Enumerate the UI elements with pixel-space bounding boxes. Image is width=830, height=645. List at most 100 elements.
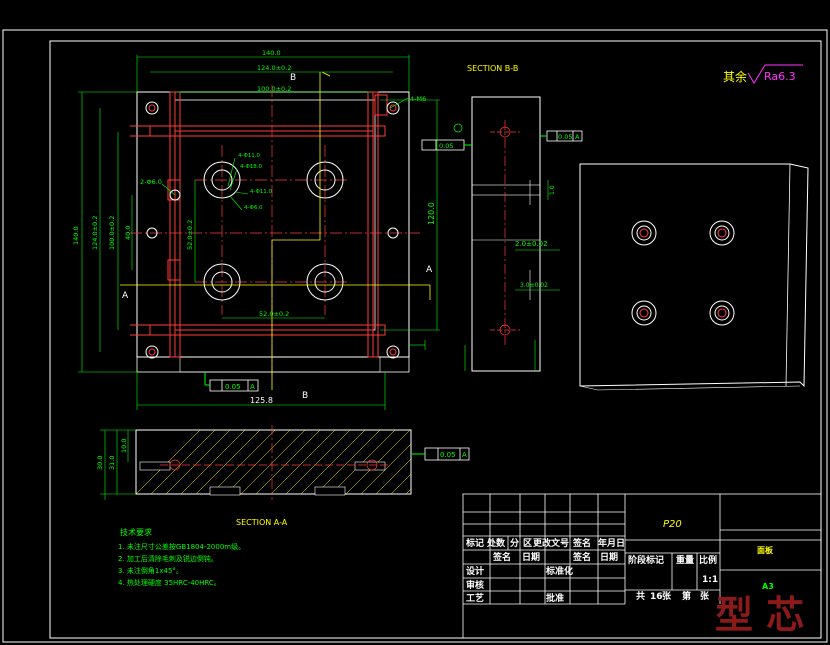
- dim-hole-18: 4-Φ18.0: [240, 164, 263, 170]
- tb-weight: 重量: [676, 554, 694, 566]
- tech-req-item-2: 2. 加工后清除毛刺及锐边倒钝。: [118, 554, 218, 563]
- watermark: 型 芯: [715, 592, 804, 637]
- pocket-outline: [174, 99, 376, 331]
- dim-width-100: 100.0±0.2: [257, 85, 291, 93]
- cut-letter-b-top: B: [290, 73, 296, 83]
- tb-header-change: 更改文号: [533, 537, 569, 549]
- tolerance-aa-value: 0.05: [440, 451, 456, 459]
- plan-dimension-texts: 140.0 124.0±0.2 100.0±0.2 52.0±0.2 125.8…: [72, 49, 436, 405]
- dim-aa-h1: 30.0: [96, 456, 104, 470]
- section-aa-hatch: [136, 430, 411, 494]
- tb-header-zone: 区: [523, 538, 532, 549]
- tolerance-top-value: 0.05: [439, 142, 453, 150]
- section-lines: [120, 71, 431, 390]
- section-bb-outline: [471, 96, 541, 372]
- plate-lower-step: [136, 356, 410, 373]
- tb-sheet-size: A3: [762, 582, 774, 591]
- tb-approve: 批准: [546, 592, 564, 604]
- tb-sheet-unit: 张: [662, 590, 672, 602]
- dim-bb-side: 1.0: [549, 185, 556, 195]
- counterbore-hole: [203, 161, 241, 199]
- counterbore-inner: [211, 169, 233, 191]
- tb-date-2: 日期: [600, 551, 618, 563]
- counterbore-inner: [314, 169, 336, 191]
- tb-part-name: 面板: [757, 545, 774, 555]
- roughness-value: Ra6.3: [764, 70, 796, 83]
- tb-design: 设计: [466, 565, 484, 577]
- technical-requirements: 技术要求 1. 未注尺寸公差按GB1804-2000m级。 2. 加工后清除毛刺…: [118, 527, 245, 587]
- tb-ratio: 比例: [699, 554, 717, 566]
- tolerance-bottom-datum: A: [250, 383, 255, 391]
- counterbore-inner: [314, 271, 336, 293]
- section-aa-label: SECTION A-A: [236, 518, 288, 527]
- dim-hole-11: 4-Φ11.0: [238, 153, 261, 159]
- dim-width-140: 140.0: [262, 49, 281, 57]
- tb-stage: 阶段标记: [628, 554, 664, 566]
- inner-border: [49, 40, 822, 639]
- plan-dimension-lines: [78, 55, 440, 410]
- dim-hole-11b: 4-Φ11.0: [250, 189, 273, 195]
- dim-aa-h3: 10.0: [120, 439, 128, 453]
- roughness-prefix: 其余: [723, 69, 747, 84]
- plan-view: B B A A: [120, 71, 433, 401]
- tech-req-item-4: 4. 热处理硬度 35HRC-40HRC。: [118, 578, 221, 587]
- tb-header-fen: 分: [510, 537, 519, 549]
- section-aa-outline: [135, 429, 412, 495]
- counterbore-inner: [211, 271, 233, 293]
- dim-height-140: 140.0: [72, 226, 80, 245]
- dim-bb-2: 2.0±0.02: [515, 240, 548, 248]
- tech-req-item-1: 1. 未注尺寸公差按GB1804-2000m级。: [118, 542, 245, 551]
- counterbore-hole: [306, 263, 344, 301]
- counterbore-hole: [306, 161, 344, 199]
- cut-letter-a-left: A: [122, 291, 129, 301]
- dim-width-52: 52.0±0.2: [259, 310, 289, 318]
- tb-review: 审核: [466, 579, 484, 591]
- tb-header-date: 年月日: [598, 537, 625, 549]
- tb-header-count: 处数: [486, 537, 506, 549]
- tb-date-1: 日期: [522, 551, 540, 563]
- counterbore-hole: [203, 263, 241, 301]
- cut-letter-a-right: A: [426, 265, 433, 275]
- section-bb-label: SECTION B-B: [467, 64, 518, 73]
- tolerance-bb-datum: A: [575, 133, 580, 141]
- cut-letter-b-bottom: B: [302, 391, 308, 401]
- dim-width-124: 124.0±0.2: [257, 64, 291, 72]
- tolerance-bb-parallel: 0.05: [558, 133, 572, 141]
- tb-header-sign: 签名: [572, 537, 591, 549]
- tolerance-aa-datum: A: [462, 451, 467, 459]
- tb-material: P20: [663, 519, 682, 530]
- tech-req-item-3: 3. 未注倒角1x45°。: [118, 566, 183, 575]
- dim-height-124: 124.0±0.2: [91, 216, 99, 250]
- tb-process: 工艺: [466, 592, 484, 604]
- dim-height-52: 52.0±0.2: [186, 220, 194, 250]
- title-block: [462, 493, 822, 639]
- section-aa: 30.0 31.0 10.0 0.05 A SECTION A-A: [96, 425, 470, 527]
- tb-sign-1: 签名: [492, 551, 511, 563]
- dim-height-120: 120.0: [427, 202, 436, 225]
- dim-width-125: 125.8: [250, 396, 273, 405]
- tb-standard: 标准化: [545, 565, 573, 577]
- dim-bb-3: 3.0±0.02: [520, 282, 548, 289]
- tolerance-bottom-value: 0.05: [225, 383, 241, 391]
- center-lines: [130, 85, 420, 380]
- outer-border: [2, 29, 828, 643]
- isometric-view: [579, 163, 809, 391]
- dim-aa-h2: 31.0: [108, 456, 116, 470]
- roughness-note: 其余 Ra6.3: [723, 64, 803, 84]
- dim-hole-2: 2-Φ6.0: [140, 178, 162, 186]
- section-bb: SECTION B-B 0.05 A 0.05: [421, 64, 583, 372]
- screw-holes: [145, 101, 400, 359]
- cooling-channels: [130, 91, 388, 358]
- tb-sheet-count: 16: [650, 592, 663, 602]
- tb-scale-value: 1:1: [702, 575, 718, 585]
- counterbore-holes: [203, 161, 344, 301]
- tb-sign-2: 签名: [572, 551, 591, 563]
- dim-thread-m6: 4-M6: [410, 95, 426, 103]
- tolerance-frame-bottom: 0.05 A: [204, 372, 259, 392]
- title-block-text: 标记 处数 分 区 更改文号 签名 年月日 签名 日期 签名 日期 设计 标准化…: [465, 519, 774, 604]
- tb-page: 第: [682, 590, 691, 602]
- tb-header-mark: 标记: [465, 537, 484, 549]
- dim-height-40: 40.0: [124, 226, 132, 240]
- dim-hole-6: 4-Φ6.0: [244, 205, 263, 211]
